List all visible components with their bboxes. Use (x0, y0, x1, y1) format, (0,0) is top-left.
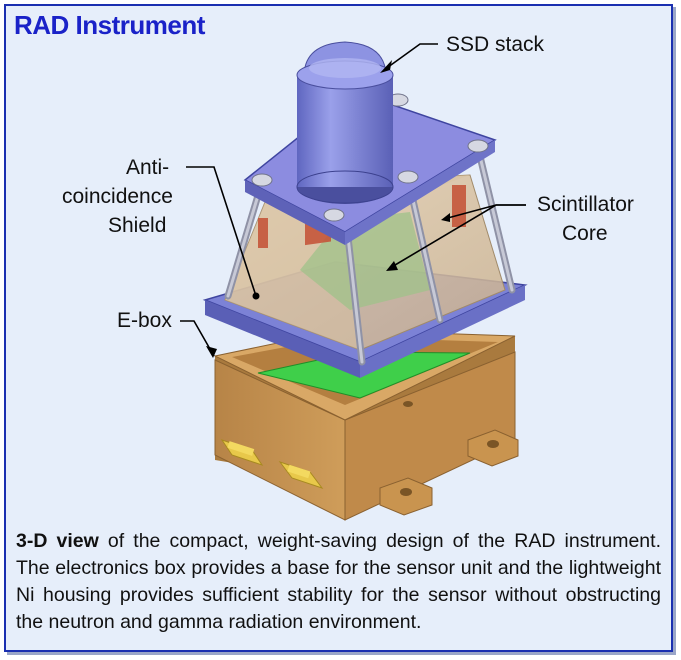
connector-right (278, 461, 324, 489)
leader-scintillator-core-2 (443, 204, 526, 220)
leader-lines (180, 43, 526, 357)
label-scintillator-line2: Core (562, 222, 608, 245)
caption-bold-lead: 3-D view (16, 530, 99, 552)
figure-caption: 3-D view of the compact, weight-saving d… (16, 528, 661, 636)
label-scintillator-line1: Scintillator (537, 193, 634, 216)
leader-ssd-stack (383, 43, 438, 71)
label-anti-line2: coincidence (62, 185, 173, 208)
arrowheads (206, 60, 450, 358)
leader-anti-coincidence (186, 166, 257, 297)
photodiode-patch-right (452, 185, 466, 227)
leader-e-box (180, 320, 215, 357)
label-anti-line1: Anti- (126, 156, 170, 179)
connector-left (220, 439, 264, 466)
caption-text: of the compact, weight-saving design of … (16, 530, 661, 633)
label-ssd-stack: SSD stack (446, 33, 545, 56)
ssd-stack (296, 41, 394, 204)
mounting-foot-front (379, 477, 433, 516)
mounting-foot-right (467, 429, 519, 467)
label-anti-line3: Shield (108, 214, 167, 237)
figure-title: RAD Instrument (14, 10, 205, 40)
label-e-box: E-box (117, 309, 172, 332)
